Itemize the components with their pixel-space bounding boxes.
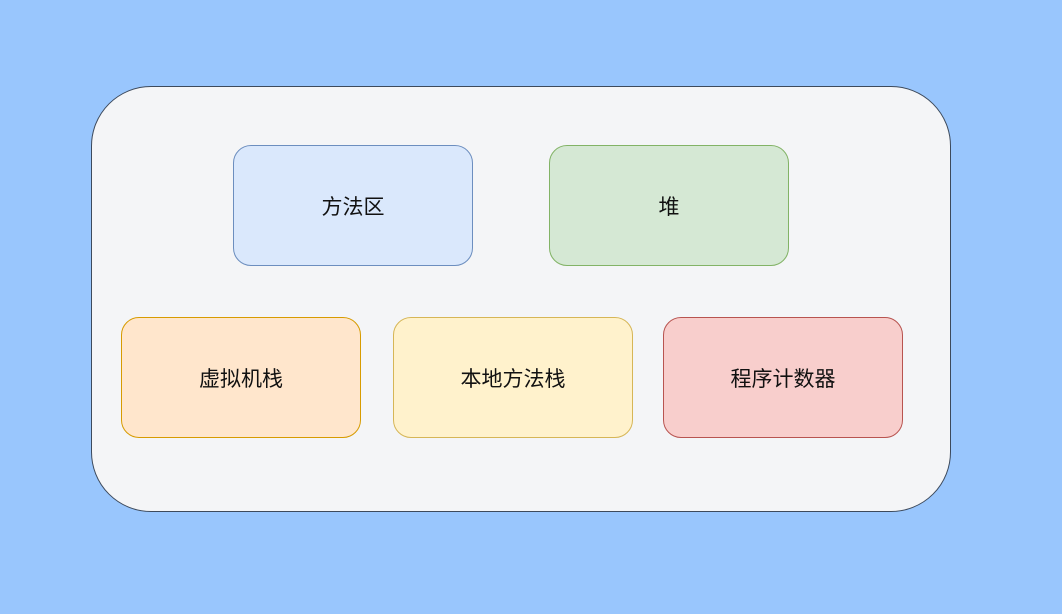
method-area-label: 方法区 <box>321 194 385 219</box>
vm-stack-label: 虚拟机栈 <box>199 366 283 391</box>
method-area-box: 方法区 <box>233 145 473 266</box>
vm-stack-box: 虚拟机栈 <box>121 317 361 438</box>
heap-box: 堆 <box>549 145 789 266</box>
program-counter-box: 程序计数器 <box>663 317 903 438</box>
native-method-stack-label: 本地方法栈 <box>460 366 566 391</box>
program-counter-label: 程序计数器 <box>730 366 836 391</box>
heap-label: 堆 <box>658 194 680 219</box>
jvm-memory-container <box>91 86 951 512</box>
native-method-stack-box: 本地方法栈 <box>393 317 633 438</box>
